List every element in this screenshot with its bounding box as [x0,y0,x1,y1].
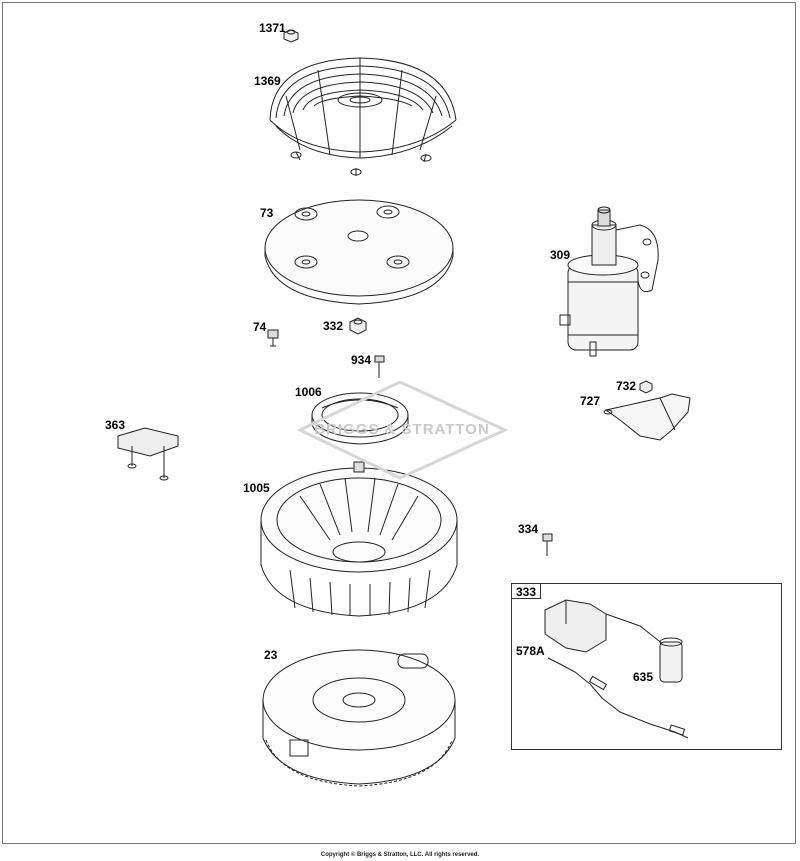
part-label-1005[interactable]: 1005 [243,481,270,495]
part-label-578a[interactable]: 578A [516,644,545,658]
part-label-73[interactable]: 73 [260,206,274,220]
screw-334-drawing[interactable] [542,533,553,556]
part-label-334[interactable]: 334 [518,522,539,536]
wire-578a-drawing[interactable] [547,657,689,739]
wire-guard-1369-drawing[interactable] [269,57,457,176]
nut-732-drawing[interactable] [639,380,653,394]
flywheel-23-drawing[interactable] [262,649,456,787]
kit-label[interactable]: 333 [516,585,537,599]
bracket-727-drawing[interactable] [603,393,691,441]
part-label-23[interactable]: 23 [264,648,278,662]
watermark-emblem [296,380,509,480]
starter-motor-309-drawing[interactable] [559,206,659,357]
part-label-363[interactable]: 363 [105,418,126,432]
cover-plate-73-drawing[interactable] [264,199,454,305]
nut-332-drawing[interactable] [349,317,367,335]
kit-box-333 [511,583,782,750]
diagram-frame [2,2,796,844]
part-label-332[interactable]: 332 [323,319,344,333]
bracket-363-drawing[interactable] [117,427,179,481]
part-label-934[interactable]: 934 [351,353,372,367]
nut-1371-drawing[interactable] [283,29,299,43]
part-label-727[interactable]: 727 [580,394,601,408]
part-label-309[interactable]: 309 [550,248,571,262]
part-label-1006[interactable]: 1006 [295,385,322,399]
part-label-635[interactable]: 635 [633,670,654,684]
watermark-text: BRIGGS & STRATTON [314,421,490,438]
part-label-732[interactable]: 732 [616,379,637,393]
bolt-74-drawing[interactable] [267,329,279,347]
part-label-1369[interactable]: 1369 [254,74,281,88]
screw-934-drawing[interactable] [374,355,385,378]
fan-1005-drawing[interactable] [260,461,458,617]
part-label-74[interactable]: 74 [253,320,267,334]
copyright-notice: Copyright © Briggs & Stratton, LLC. All … [320,852,480,858]
ignition-coil-635-drawing[interactable] [544,599,683,683]
kit-box-tab [511,583,541,599]
part-label-1371[interactable]: 1371 [259,21,286,35]
